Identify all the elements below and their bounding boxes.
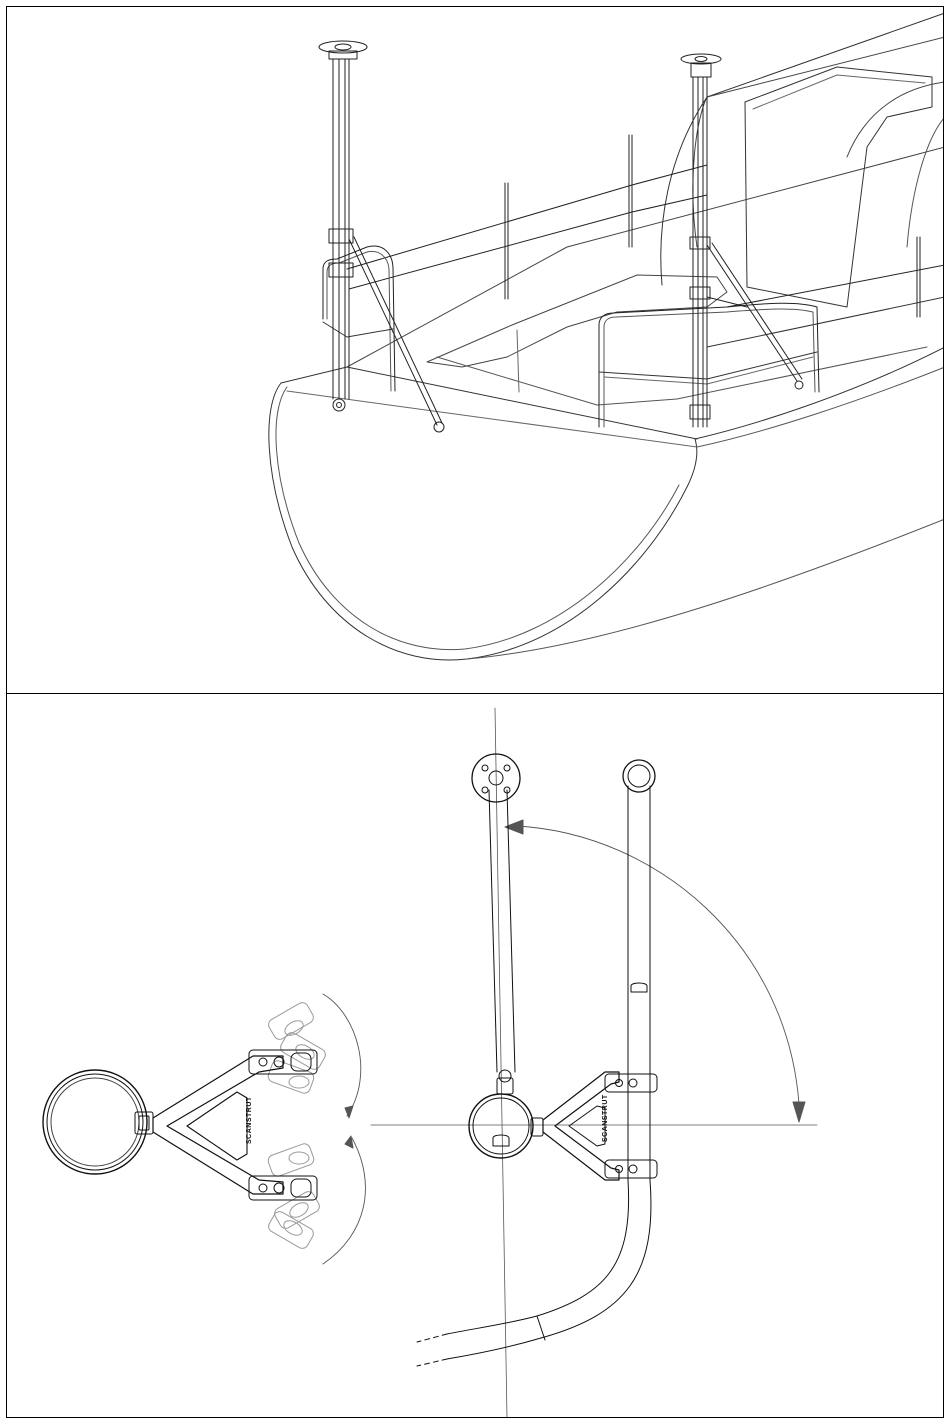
arc-arrow-bottom [793,1102,805,1122]
rotation-arc-lower [323,1138,365,1264]
cabin-window [745,67,932,307]
strut-edge-2 [507,790,515,1072]
hull-side-lower [695,347,944,439]
lifeline-upper-right [727,265,944,307]
plan-view-panel: SCANSTRUT [6,693,944,1418]
pole-ring-left [43,1070,147,1174]
transom-deck-edge [281,367,697,439]
brand-label-center: SCANSTRUT [602,1094,609,1142]
rotation-arc-large [517,826,799,1104]
cabin-front-curve [693,97,707,247]
boat-stern-drawing [7,7,944,694]
pole-ring-left-inner-2 [51,1078,139,1166]
strut-fitting [497,1078,513,1094]
pole-mark [631,983,647,992]
isometric-view-panel [6,6,944,694]
pole-curve-inner [447,1180,629,1334]
cabin-top-edge [707,37,944,97]
transom-deck-edge-2 [287,391,697,447]
bolt-center-upper-2 [629,1079,637,1087]
pole-extension-dash-2 [417,1359,447,1366]
pole-joint-line [537,1316,545,1340]
bolt-center-lower-2 [629,1165,637,1173]
pole-curve-outer [447,1180,651,1359]
cockpit-inner-side [517,330,519,392]
strut-joint [499,1070,511,1082]
cabin-arch-2 [907,117,944,247]
pole-left [319,41,367,411]
left-bracket-assembly: SCANSTRUT [43,1000,328,1250]
mount-bolt-1 [482,765,488,771]
center-bracket-assembly: SCANSTRUT [543,1072,657,1180]
lifeline-upper [347,165,707,269]
pulpit-left-inner [327,251,391,391]
cabin-window-inner [753,75,925,109]
lifeline-lower [349,195,707,289]
bracket-triangle-left [187,1092,247,1160]
bolt-left-upper-1 [259,1058,267,1066]
brand-label-left: SCANSTRUT [246,1096,253,1144]
rotation-arc-upper-arrow [345,1106,353,1118]
deck-side-edge [347,147,944,367]
ghost-bracket-upper [266,1000,327,1094]
mount-bolt-3 [482,787,488,793]
hull-transom [269,383,697,660]
ring-slot [493,1135,509,1146]
pole-extension-dash-1 [417,1334,447,1342]
hull-side-sheer [697,367,944,447]
mount-bolt-2 [504,765,510,771]
pole-ring-left-inner [47,1074,143,1170]
cockpit-well [427,275,727,367]
tube-left-lower [291,1179,311,1197]
strut-pole-center [472,754,520,1094]
bracket-rotation-drawing: SCANSTRUT [7,694,944,1418]
rotation-arc-upper [323,994,361,1116]
strut-edge-1 [489,790,497,1072]
hull-transom-inner [276,387,679,650]
rotation-arc-lower-arrow [345,1136,353,1148]
cabin-arch [847,82,944,157]
pulpit-right-rail [599,352,817,379]
pole-top-end-inner [628,765,650,787]
bolt-left-lower-1 [259,1184,267,1192]
bracket-arm-left [153,1056,283,1194]
pole-right [681,54,721,427]
pole-ring-center [469,1094,533,1158]
